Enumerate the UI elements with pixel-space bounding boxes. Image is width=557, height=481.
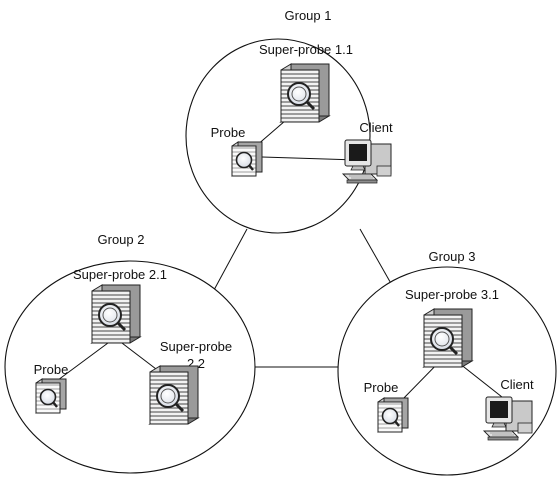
link-group1-group2: [213, 228, 248, 291]
g2-superprobe-1-icon: [90, 283, 142, 345]
group-2-label: Group 2: [98, 232, 145, 247]
link-g1-probe-client: [261, 156, 358, 161]
g3-client-label: Client: [500, 377, 534, 392]
group-3-label: Group 3: [429, 249, 476, 264]
g1-superprobe-icon: [279, 62, 331, 124]
link-g2-superprobe-superprobe: [117, 339, 161, 373]
g2-probe-icon: [34, 377, 68, 415]
g3-probe-label: Probe: [364, 380, 399, 395]
g1-probe-icon: [230, 140, 264, 178]
g3-probe-icon: [376, 396, 410, 434]
g2-superprobe-2-icon: [148, 364, 200, 426]
link-group1-group3: [359, 228, 394, 288]
g1-probe-label: Probe: [211, 125, 246, 140]
g3-superprobe-label: Super-probe 3.1: [405, 287, 499, 302]
g1-superprobe-label: Super-probe 1.1: [259, 42, 353, 57]
g1-client-label: Client: [359, 120, 393, 135]
g3-superprobe-icon: [422, 307, 474, 369]
g2-superprobe-1-label: Super-probe 2.1: [73, 267, 167, 282]
g2-superprobe-2-label-line1: Super-probe: [160, 339, 232, 354]
g1-client-icon: [342, 139, 392, 184]
group-1-label: Group 1: [285, 8, 332, 23]
g2-probe-label: Probe: [34, 362, 69, 377]
link-g2-superprobe-probe: [57, 339, 113, 381]
